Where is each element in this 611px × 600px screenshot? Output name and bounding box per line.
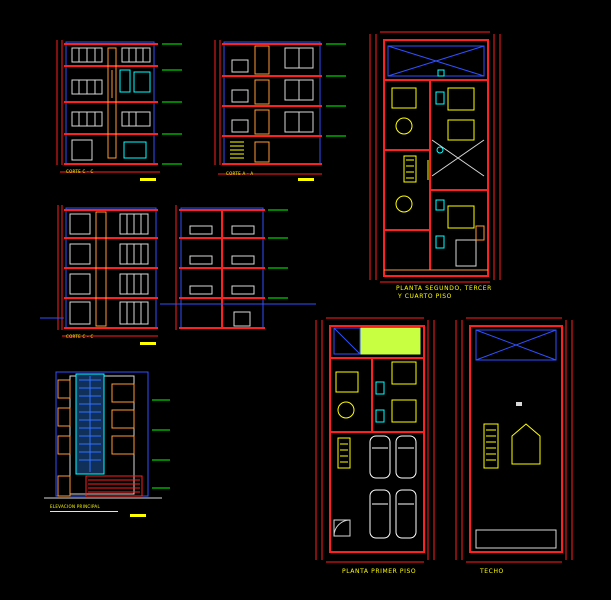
floor-plan-primer-piso xyxy=(315,317,435,563)
section-corte-b-b xyxy=(160,205,316,330)
techo-label: TECHO xyxy=(480,568,504,575)
section-corte-c-c-top xyxy=(56,40,182,181)
roof-plan-techo xyxy=(455,317,573,563)
planta-segundo-label-line1: PLANTA SEGUNDO, TERCER xyxy=(396,285,492,292)
elevation-principal xyxy=(44,371,170,517)
floor-plan-segundo-tercer-cuarto xyxy=(369,31,501,283)
elevacion-principal-label: ELEVACION PRINCIPAL xyxy=(50,504,100,509)
corte-a-a-label: CORTE A - A xyxy=(226,171,254,176)
corte-c-c-top-label: CORTE C - C xyxy=(66,169,94,174)
planta-primer-piso-label: PLANTA PRIMER PISO xyxy=(342,568,417,575)
section-corte-a-a xyxy=(214,40,346,181)
section-corte-c-c-middle xyxy=(40,205,158,345)
elevacion-principal-underline xyxy=(50,511,118,512)
corte-c-c-middle-label: CORTE C - C xyxy=(66,334,94,339)
planta-segundo-label-line2: Y CUARTO PISO xyxy=(398,293,453,300)
